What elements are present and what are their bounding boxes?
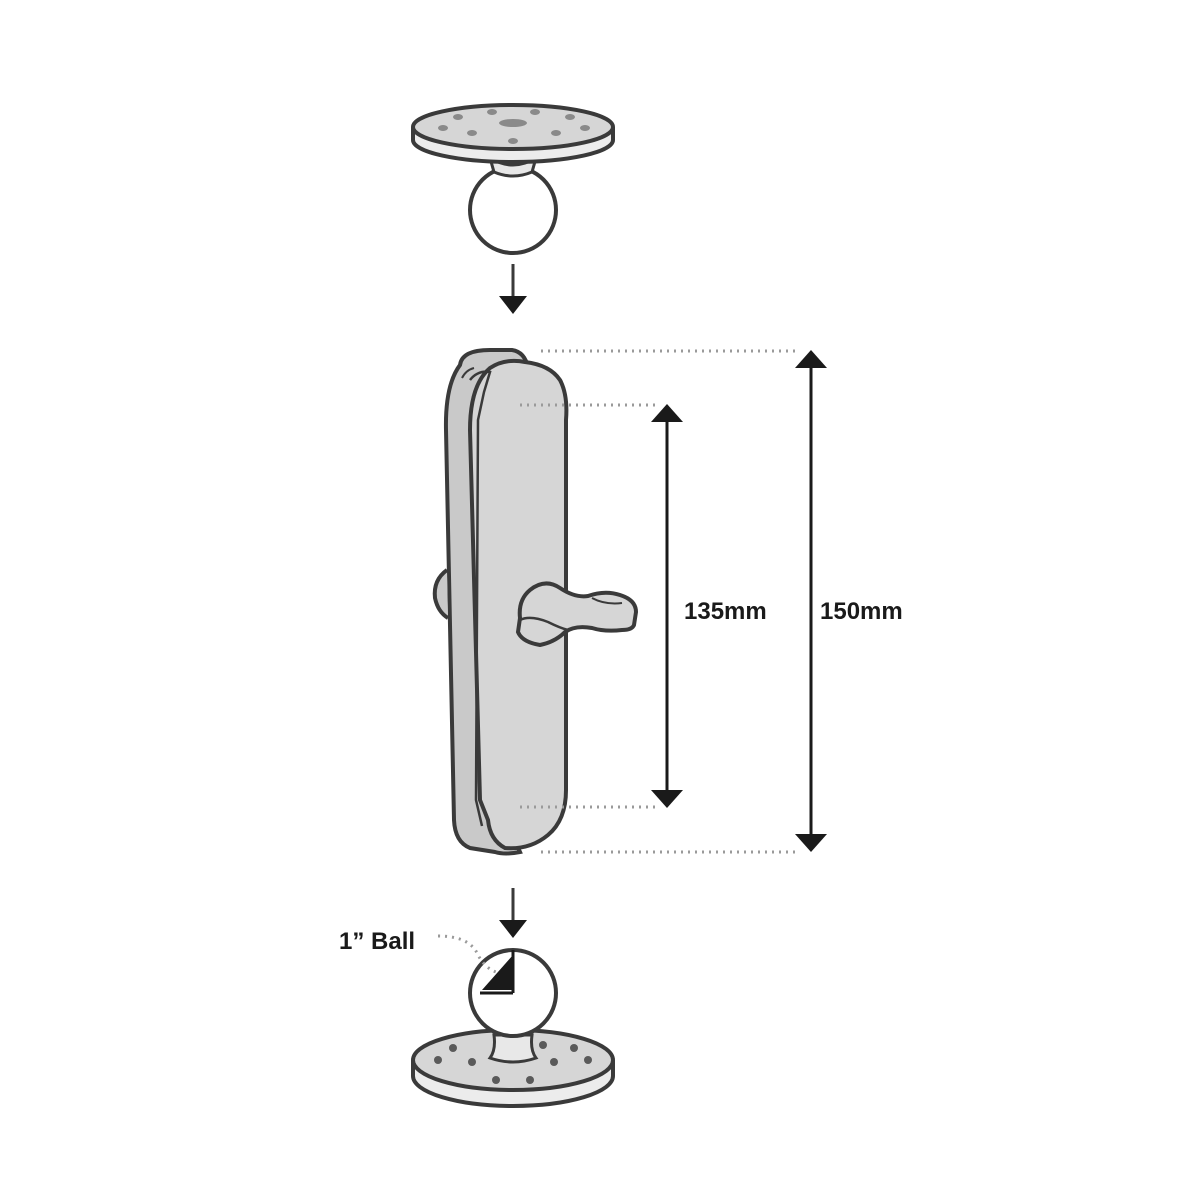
bottom-ball-base [411, 948, 615, 1108]
dimension-inner: 135mm [520, 403, 767, 809]
top-ball-base [411, 103, 615, 255]
ball-size-label: 1” Ball [339, 928, 415, 955]
inner-length-label: 135mm [684, 598, 767, 625]
top-ball [468, 165, 558, 255]
bottom-disc-holes [434, 1041, 592, 1084]
down-arrow-icon [499, 264, 527, 314]
wing-knob-icon [515, 581, 639, 648]
ball-size-callout: 1” Ball [339, 928, 497, 974]
dimension-overall: 150mm [541, 349, 903, 854]
overall-length-label: 150mm [820, 598, 903, 625]
down-arrow-icon [499, 888, 527, 938]
bottom-ball [468, 948, 558, 1038]
double-socket-arm-icon [432, 348, 569, 856]
top-disc-base [411, 103, 615, 164]
top-disc-holes [438, 109, 590, 144]
